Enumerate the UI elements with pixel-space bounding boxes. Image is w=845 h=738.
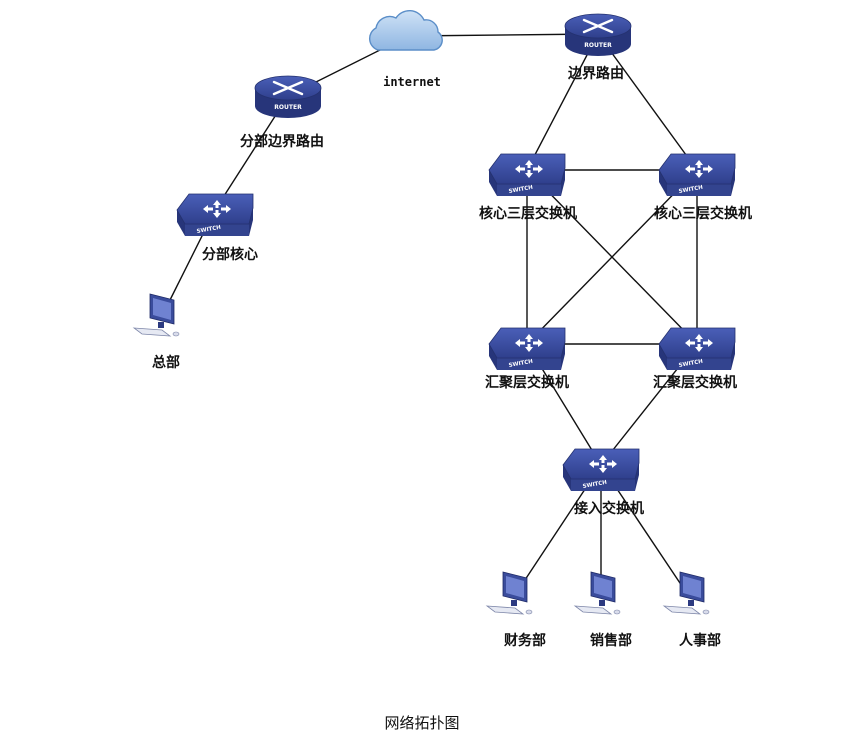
router-badge-text: ROUTER [584,42,612,49]
nodes-layer: internetROUTER边界路由ROUTER分部边界路由SWITCH分部核心… [132,9,752,649]
link-core2-agg1 [526,169,698,345]
node-label: 总部 [152,354,180,371]
pc-stand [158,322,164,328]
pc-mouse [525,609,533,615]
switch-right-face [731,168,735,196]
pc-keyboard [573,605,613,615]
switch-badge-text: SWITCH [508,185,534,195]
link-edge_router-core2 [597,33,698,171]
pc-mouse [172,331,180,337]
pc-screen [594,576,612,598]
arrows-glyph [203,200,231,218]
switch-left-face [489,170,497,196]
node-branch-router[interactable]: ROUTER 分部边界路由 [240,75,324,150]
node-label: 人事部 [679,632,721,649]
pc-keyboard [485,605,525,615]
pc-screen [683,576,701,598]
switch-right-face [635,463,639,491]
node-label: 边界路由 [567,65,624,82]
switch-front-face [571,479,635,491]
pc-mouse [613,609,621,615]
node-branch-core[interactable]: SWITCH 分部核心 [176,193,258,263]
node-pc-hr[interactable]: 人事部 [662,571,721,649]
switch-top-face [562,448,640,480]
node-core1[interactable]: SWITCH 核心三层交换机 [479,153,577,222]
pc-screen [506,576,524,598]
arrows-glyph [515,160,543,178]
switch-left-face [563,465,571,491]
pc-keyboard [662,605,702,615]
node-agg2[interactable]: SWITCH 汇聚层交换机 [653,327,737,391]
pc-stand [688,600,694,606]
switch-top-face [658,153,736,185]
node-label: 核心三层交换机 [654,205,752,222]
switch-right-face [561,342,565,370]
node-label: 销售部 [590,632,632,649]
node-label: internet [383,75,441,89]
pc-stand [599,600,605,606]
switch-top-face [488,327,566,359]
switch-left-face [659,170,667,196]
node-label: 汇聚层交换机 [485,374,569,391]
node-label: 分部边界路由 [240,133,324,150]
switch-right-face [249,208,253,236]
switch-front-face [497,184,561,196]
switch-front-face [185,224,249,236]
node-label: 财务部 [503,632,546,649]
switch-top-face [176,193,254,225]
switch-front-face [667,358,731,370]
node-pc-sales[interactable]: 销售部 [573,571,632,649]
switch-front-face [667,184,731,196]
arrows-glyph [589,455,617,473]
switch-top-face [488,153,566,185]
pc-stand [511,600,517,606]
switch-left-face [659,344,667,370]
router-arrows-glyph [582,18,614,34]
node-pc-fin[interactable]: 财务部 [485,571,546,649]
switch-left-face [489,344,497,370]
pc-screen [153,298,171,320]
pc-keyboard [132,327,172,337]
switch-right-face [731,342,735,370]
link-edge_router-core1 [526,33,599,171]
arrows-glyph [685,334,713,352]
cloud-icon [369,9,443,51]
node-label: 核心三层交换机 [479,205,577,222]
pc-mouse [702,609,710,615]
switch-front-face [497,358,561,370]
switch-badge-text: SWITCH [678,359,704,369]
node-core2[interactable]: SWITCH 核心三层交换机 [654,153,752,222]
node-cloud[interactable]: internet [369,9,443,89]
switch-badge-text: SWITCH [196,225,222,235]
arrows-glyph [685,160,713,178]
node-label: 接入交换机 [574,500,644,517]
switch-right-face [561,168,565,196]
switch-badge-text: SWITCH [582,480,608,490]
switch-left-face [177,210,185,236]
switch-badge-text: SWITCH [508,359,534,369]
node-hq-pc[interactable]: 总部 [132,293,180,371]
router-arrows-glyph [272,80,304,96]
switch-top-face [658,327,736,359]
node-label: 分部核心 [202,246,258,263]
arrows-glyph [515,334,543,352]
node-edge-router[interactable]: ROUTER 边界路由 [564,13,632,82]
router-badge-text: ROUTER [274,104,302,111]
node-access[interactable]: SWITCH 接入交换机 [562,448,644,517]
node-agg1[interactable]: SWITCH 汇聚层交换机 [485,327,569,391]
switch-badge-text: SWITCH [678,185,704,195]
node-label: 汇聚层交换机 [653,374,737,391]
diagram-caption: 网络拓扑图 [384,714,459,732]
